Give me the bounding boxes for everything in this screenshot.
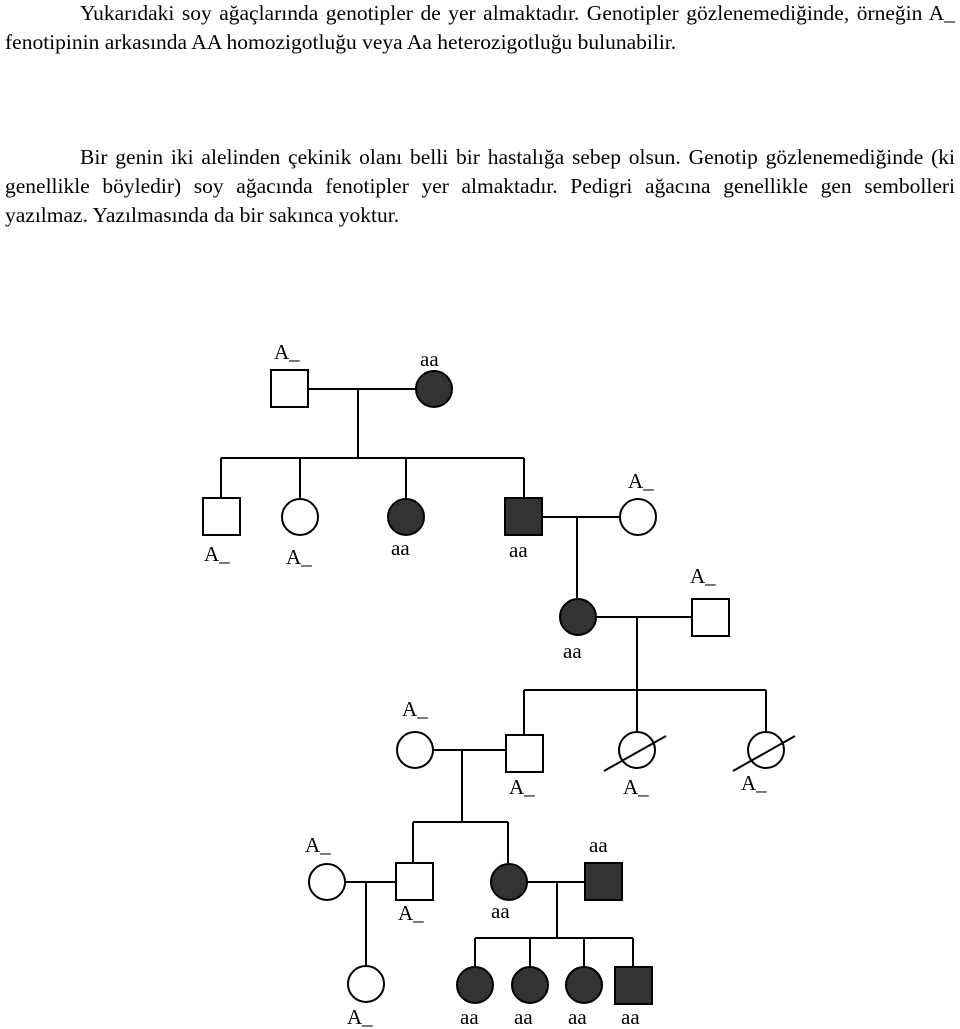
male-affected-symbol (504, 497, 543, 536)
female-deceased-symbol (747, 731, 785, 769)
pedigree-lines (220, 388, 767, 967)
female-affected-symbol (565, 966, 603, 1004)
genotype-label: aa (491, 899, 510, 923)
genotype-label: A_ (509, 775, 535, 799)
genotype-label: A_ (274, 340, 300, 364)
genotype-label: aa (568, 1005, 587, 1029)
pedigree-individuals (202, 369, 796, 1005)
explanation-paragraph: Bir genin iki alelinden çekinik olanı be… (5, 145, 955, 227)
female-unaffected-symbol (396, 731, 434, 769)
female-affected-symbol (490, 863, 528, 901)
female-unaffected-symbol (308, 863, 346, 901)
genotype-label: aa (589, 833, 608, 857)
genotype-label: aa (621, 1005, 640, 1029)
female-affected-symbol (456, 966, 494, 1004)
genotype-labels: A_ aa A_ A_ aa aa A_ aa A_ A_ A_ A_ A_ A… (204, 340, 767, 1029)
male-unaffected-symbol (505, 734, 544, 773)
genotype-label: A_ (623, 775, 649, 799)
female-deceased-symbol (618, 731, 656, 769)
genotype-label: A_ (347, 1005, 373, 1029)
genotype-label: A_ (204, 542, 230, 566)
genotype-label: aa (391, 536, 410, 560)
genotype-label: A_ (628, 469, 654, 493)
female-unaffected-symbol (281, 498, 319, 536)
genotype-label: A_ (305, 833, 331, 857)
female-affected-symbol (559, 598, 597, 636)
genotype-label: A_ (398, 901, 424, 925)
genotype-label: aa (460, 1005, 479, 1029)
male-affected-symbol (614, 966, 653, 1005)
genotype-label: aa (563, 639, 582, 663)
genotype-label: aa (420, 347, 439, 371)
male-unaffected-symbol (202, 497, 241, 536)
male-unaffected-symbol (395, 862, 434, 901)
male-unaffected-symbol (691, 598, 730, 637)
female-affected-symbol (387, 498, 425, 536)
genotype-label: A_ (402, 697, 428, 721)
genotype-label: aa (509, 538, 528, 562)
genotype-label: A_ (286, 545, 312, 569)
deceased-slash (732, 735, 796, 772)
female-affected-symbol (511, 966, 549, 1004)
genotype-label: A_ (690, 564, 716, 588)
female-unaffected-symbol (347, 965, 385, 1003)
intro-paragraph: Yukarıdaki soy ağaçlarında genotipler de… (5, 1, 955, 54)
male-affected-symbol (584, 862, 623, 901)
genotype-label: aa (514, 1005, 533, 1029)
deceased-slash (603, 735, 667, 772)
female-affected-symbol (415, 370, 453, 408)
female-unaffected-symbol (619, 498, 657, 536)
genotype-label: A_ (741, 771, 767, 795)
male-unaffected-symbol (270, 369, 309, 408)
